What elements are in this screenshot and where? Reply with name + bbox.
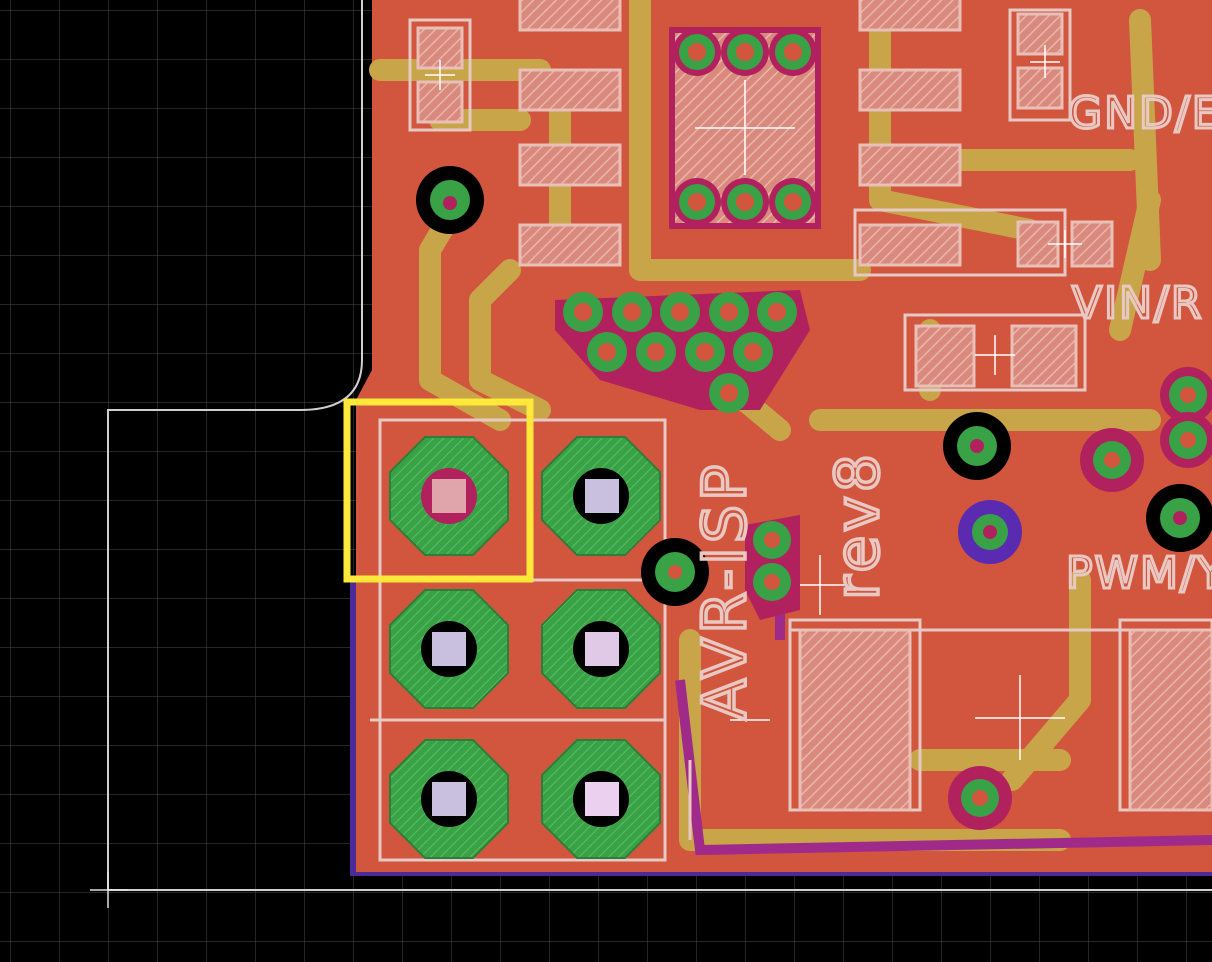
- pad-2[interactable]: [541, 436, 661, 556]
- isp-header-pads[interactable]: [389, 436, 661, 859]
- component-center-icon: [425, 45, 1082, 760]
- header-label: AVR-ISP: [690, 461, 760, 720]
- pad-3[interactable]: [389, 589, 509, 709]
- net-label-gnd: GND/E: [1068, 88, 1212, 139]
- board-outline: [107, 0, 1212, 891]
- net-label-pwm: PWM/Y: [1066, 548, 1212, 599]
- origin-crosshair-icon: [90, 872, 128, 908]
- revision-label: rev8: [823, 450, 893, 600]
- dip-pins[interactable]: [673, 28, 817, 226]
- pad-6[interactable]: [541, 739, 661, 859]
- connector-vias[interactable]: [555, 290, 810, 413]
- vias[interactable]: [416, 166, 1212, 830]
- net-label-vin: VIN/R: [1072, 278, 1203, 329]
- pad-5[interactable]: [389, 739, 509, 859]
- selection-highlight: [343, 398, 534, 583]
- pad-1[interactable]: [389, 436, 509, 556]
- pad-4[interactable]: [541, 589, 661, 709]
